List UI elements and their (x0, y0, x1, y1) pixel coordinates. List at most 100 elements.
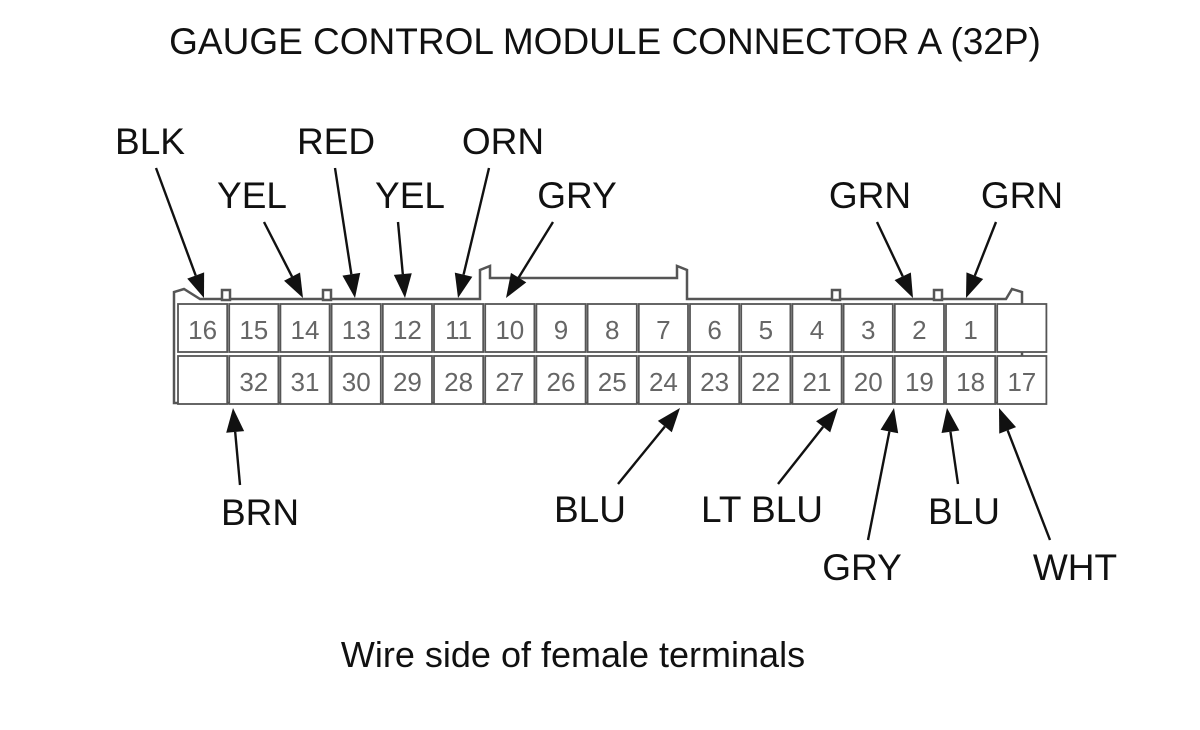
terminal-cell (996, 355, 1048, 405)
terminal-cell (740, 355, 792, 405)
terminal-number: 32 (239, 367, 268, 397)
terminal-number: 25 (598, 367, 627, 397)
arrowhead (454, 272, 473, 298)
terminal-cell (381, 355, 433, 405)
wire-color-label: RED (297, 121, 375, 162)
terminal-cell (484, 355, 536, 405)
terminal-cell (330, 355, 382, 405)
terminal-number: 17 (1007, 367, 1036, 397)
wire-color-label: YEL (375, 175, 445, 216)
terminal-number: 2 (912, 315, 926, 345)
latch-bump (220, 288, 232, 302)
terminal-number: 24 (649, 367, 678, 397)
terminal-number: 7 (656, 315, 670, 345)
wire-color-label: YEL (217, 175, 287, 216)
wire-color-label: BLK (115, 121, 185, 162)
terminal-cell (586, 303, 638, 353)
terminal-cell (279, 355, 331, 405)
empty-cell (177, 355, 229, 405)
leader-line (517, 221, 555, 279)
arrowhead (226, 408, 245, 433)
terminal-cell (842, 355, 894, 405)
terminal-cell (177, 303, 229, 353)
terminal-cell (893, 303, 945, 353)
arrowhead (506, 272, 527, 298)
terminal-number: 3 (861, 315, 875, 345)
arrowhead (816, 408, 838, 433)
terminal-cell (637, 355, 689, 405)
terminal-cell (637, 303, 689, 353)
wire-color-label: BRN (221, 492, 299, 533)
wire-color-label: GRN (981, 175, 1063, 216)
terminal-cell (433, 355, 485, 405)
terminal-number: 9 (554, 315, 568, 345)
terminal-number: 21 (803, 367, 832, 397)
terminal-number: 20 (854, 367, 883, 397)
terminal-number: 29 (393, 367, 422, 397)
terminal-number: 26 (547, 367, 576, 397)
leader-line (154, 167, 197, 276)
diagram-title: GAUGE CONTROL MODULE CONNECTOR A (32P) (169, 21, 1041, 62)
terminal-cell (791, 303, 843, 353)
arrowhead (966, 272, 984, 298)
terminal-number: 8 (605, 315, 619, 345)
latch-bump (321, 288, 333, 302)
terminal-number: 4 (810, 315, 824, 345)
terminal-cell (689, 355, 741, 405)
wire-color-label: BLU (554, 489, 626, 530)
terminal-cell (330, 303, 382, 353)
arrowhead (941, 408, 960, 434)
terminal-number: 14 (291, 315, 320, 345)
arrowhead (880, 408, 899, 434)
leader-line (617, 425, 666, 485)
wire-color-label: LT BLU (701, 489, 823, 530)
terminal-number: 5 (759, 315, 773, 345)
terminal-cell (535, 303, 587, 353)
leader-line (949, 431, 960, 485)
terminal-number: 22 (751, 367, 780, 397)
leader-line (866, 431, 891, 541)
arrowhead (284, 272, 303, 298)
leader-line (333, 167, 353, 275)
arrowhead (999, 408, 1017, 434)
terminal-number: 27 (495, 367, 524, 397)
arrowhead (187, 272, 205, 298)
terminal-number: 19 (905, 367, 934, 397)
terminal-cell (228, 355, 280, 405)
terminal-number: 31 (291, 367, 320, 397)
terminal-number: 28 (444, 367, 473, 397)
terminal-cell (893, 355, 945, 405)
terminal-number: 15 (239, 315, 268, 345)
wire-color-label: BLU (928, 491, 1000, 532)
terminal-cell (842, 303, 894, 353)
leader-line (396, 221, 404, 275)
leader-line (233, 431, 242, 486)
terminal-cell (945, 303, 997, 353)
leader-line (462, 167, 491, 275)
terminal-number: 11 (445, 315, 472, 345)
leader-line (1006, 429, 1052, 541)
terminal-number: 12 (393, 315, 422, 345)
terminal-cell (279, 303, 331, 353)
arrowhead (657, 408, 680, 433)
terminal-cell (945, 355, 997, 405)
terminal-cell (381, 303, 433, 353)
terminal-number: 23 (700, 367, 729, 397)
diagram-caption: Wire side of female terminals (341, 634, 805, 675)
arrowhead (393, 273, 412, 298)
arrowhead (342, 272, 361, 298)
terminal-cell (586, 355, 638, 405)
terminal-cell (433, 303, 485, 353)
wire-color-label: GRN (829, 175, 911, 216)
terminal-number: 6 (707, 315, 721, 345)
terminal-cell (689, 303, 741, 353)
terminal-number: 10 (495, 315, 524, 345)
leader-line (262, 221, 294, 278)
terminal-cell (228, 303, 280, 353)
terminal-number: 16 (188, 315, 217, 345)
wire-leaders (154, 167, 1052, 541)
